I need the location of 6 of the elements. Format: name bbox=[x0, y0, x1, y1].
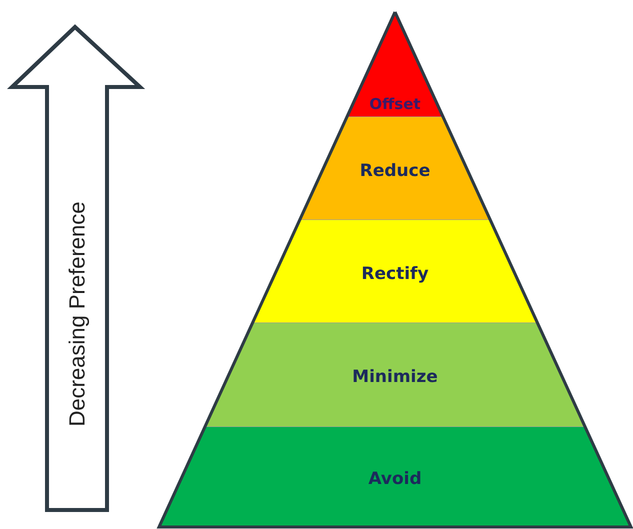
tier-label: Minimize bbox=[351, 367, 439, 387]
tier-label: Avoid bbox=[367, 469, 423, 489]
tier-label: Rectify bbox=[360, 264, 430, 284]
tier-label: Reduce bbox=[358, 160, 432, 180]
tier-label: Offset bbox=[368, 95, 422, 113]
arrow-label: Decreasing Preference bbox=[64, 202, 90, 426]
